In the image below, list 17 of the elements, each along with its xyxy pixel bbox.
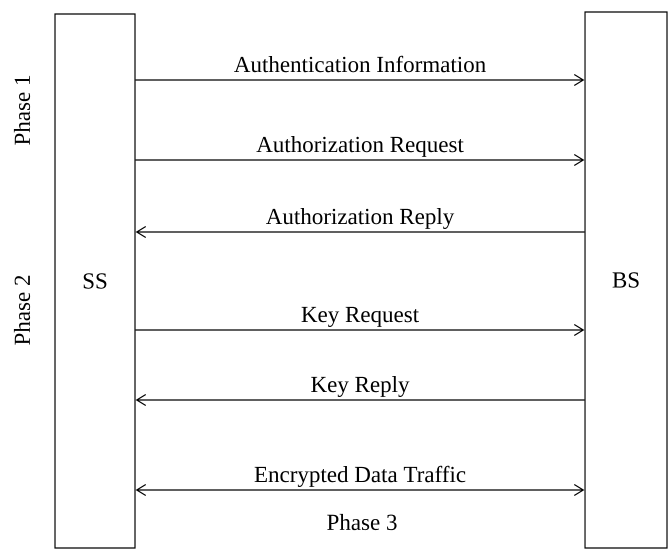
phase-label: Phase 3: [327, 514, 397, 530]
phase-label: Phase 2: [14, 276, 30, 345]
message-arrow: [136, 484, 584, 496]
phase-label: Phase 1: [14, 76, 30, 145]
edge-label: Authorization Reply: [266, 208, 454, 229]
entity-box: SS: [54, 13, 136, 549]
edge-label: Encrypted Data Traffic: [254, 466, 466, 487]
message-arrow: [136, 324, 584, 336]
message-arrow: [136, 74, 584, 86]
message-arrow: [136, 226, 584, 238]
edge-label: Authentication Information: [234, 56, 486, 72]
edge-label: Authorization Request: [256, 136, 464, 157]
message-arrow: [136, 154, 584, 166]
message-arrow: [136, 394, 584, 406]
entity-box: BS: [584, 11, 668, 549]
edge-label: Key Request: [302, 306, 419, 327]
edge-label: Key Reply: [311, 376, 410, 397]
